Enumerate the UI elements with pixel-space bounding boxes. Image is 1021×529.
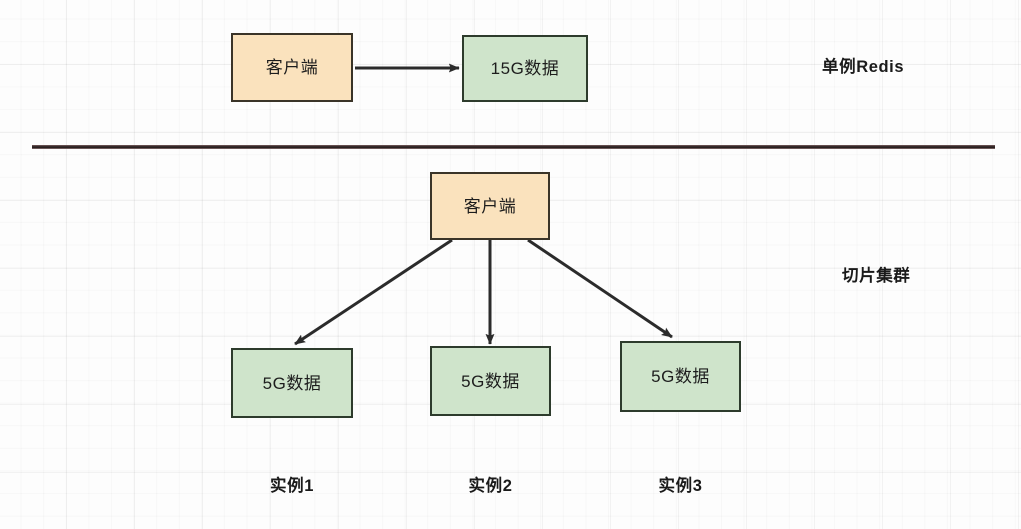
arrow-client-to-shard-3	[527, 238, 673, 339]
node-shard-3-label: 5G数据	[651, 367, 710, 386]
section-label-single-instance: 单例Redis	[822, 58, 905, 76]
node-shard-3[interactable]: 5G数据	[620, 341, 741, 412]
instance-label-2: 实例2	[468, 477, 513, 495]
node-client-bottom[interactable]: 客户端	[430, 172, 550, 240]
arrow-client-to-shard-1	[294, 238, 453, 346]
section-divider	[32, 145, 995, 149]
node-client-top-label: 客户端	[265, 58, 319, 77]
node-shard-2-label: 5G数据	[461, 371, 520, 391]
node-shard-1[interactable]: 5G数据	[231, 348, 353, 418]
node-data-15g-label: 15G数据	[490, 59, 560, 78]
node-data-15g[interactable]: 15G数据	[462, 35, 588, 102]
node-shard-1-label: 5G数据	[262, 373, 322, 393]
section-label-sharded-cluster: 切片集群	[842, 267, 911, 285]
node-client-top[interactable]: 客户端	[231, 33, 353, 102]
instance-label-3: 实例3	[658, 477, 703, 495]
instance-label-1: 实例1	[270, 477, 314, 495]
node-shard-2[interactable]: 5G数据	[430, 346, 551, 416]
node-client-bottom-label: 客户端	[463, 196, 517, 216]
